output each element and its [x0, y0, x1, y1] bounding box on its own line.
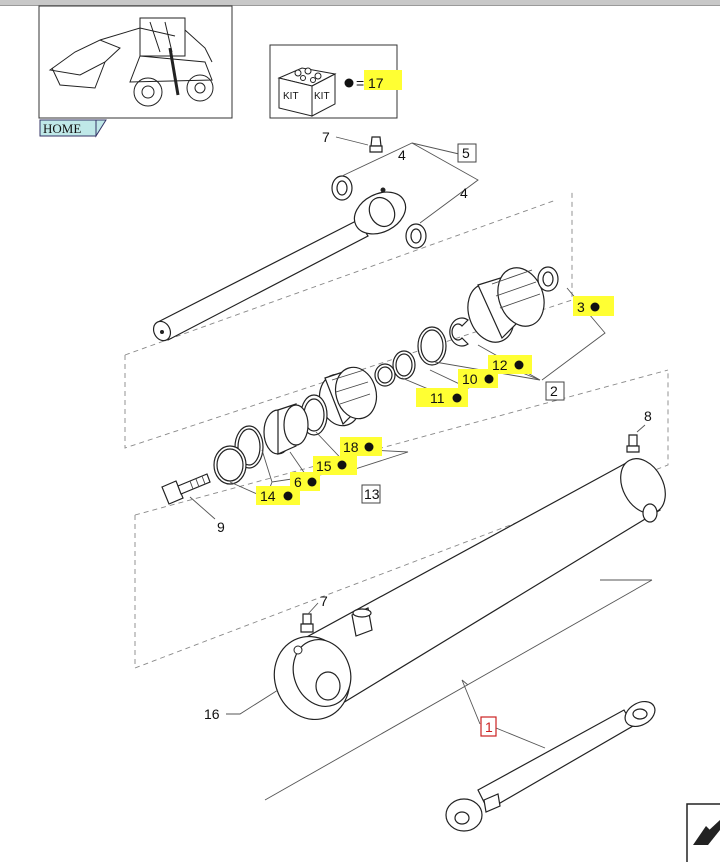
seal-ring-14b[interactable]	[213, 445, 247, 485]
bolt-9[interactable]	[161, 473, 211, 505]
kit-legend: KIT KIT = 17	[269, 44, 402, 119]
callout-labels: 7 4 5 4 3 12 10 2 11 8 18 15 6 13 14 9 7…	[204, 129, 652, 735]
bullet-icon	[307, 477, 317, 487]
callout-7-top[interactable]: 7	[322, 129, 330, 145]
callout-10[interactable]: 10	[462, 371, 478, 387]
callout-4-right[interactable]: 4	[460, 185, 468, 201]
callout-15[interactable]: 15	[316, 458, 332, 474]
cylinder-tube[interactable]	[263, 451, 674, 730]
home-label: HOME	[43, 121, 81, 136]
bullet-icon	[364, 442, 374, 452]
bullet-icon	[283, 491, 293, 501]
machine-thumbnail[interactable]	[38, 5, 233, 119]
callout-box-13[interactable]	[361, 484, 381, 504]
gland-18[interactable]	[314, 363, 382, 431]
bushing-6[interactable]	[263, 403, 309, 455]
window-top-bar	[0, 0, 720, 6]
leader-lines	[189, 136, 653, 801]
callout-16[interactable]: 16	[204, 706, 220, 722]
o-ring-10[interactable]	[417, 326, 447, 366]
complete-cylinder[interactable]	[445, 696, 659, 832]
callout-8[interactable]: 8	[644, 408, 652, 424]
boundary-cylinder	[134, 370, 669, 669]
o-ring-11b[interactable]	[374, 363, 396, 387]
callout-7-bottom[interactable]: 7	[320, 593, 328, 609]
kit-label-right: KIT	[314, 91, 330, 102]
callout-box-2[interactable]	[545, 381, 565, 401]
grease-nipple-8[interactable]	[626, 434, 640, 453]
callout-14[interactable]: 14	[260, 488, 276, 504]
callout-2[interactable]: 2	[550, 383, 558, 399]
seal-ring-3[interactable]	[537, 266, 559, 292]
next-page-arrow-icon[interactable]	[686, 803, 720, 862]
kit-part-number: 17	[368, 75, 384, 91]
callout-5[interactable]: 5	[462, 145, 470, 161]
callout-1[interactable]: 1	[485, 719, 493, 735]
callout-13[interactable]: 13	[364, 486, 380, 502]
grease-nipple-7-lower[interactable]	[300, 613, 314, 633]
home-button[interactable]: HOME	[39, 119, 107, 138]
callout-4-left[interactable]: 4	[398, 147, 406, 163]
c-seal-12[interactable]	[449, 317, 469, 347]
grease-nipple-top[interactable]	[369, 136, 383, 153]
piston-rod[interactable]	[150, 184, 412, 344]
callout-12[interactable]: 12	[492, 357, 508, 373]
callout-6[interactable]: 6	[294, 474, 302, 490]
bullet-icon	[484, 374, 494, 384]
bullet-icon	[337, 460, 347, 470]
bullet-icon	[514, 360, 524, 370]
kit-equals: =	[356, 75, 364, 91]
bullet-icon	[344, 78, 354, 88]
callout-11[interactable]: 11	[430, 390, 445, 406]
callout-18[interactable]: 18	[343, 439, 359, 455]
bushing-left[interactable]	[331, 175, 353, 201]
callout-9[interactable]: 9	[217, 519, 225, 535]
bullet-icon	[452, 393, 462, 403]
callout-3[interactable]: 3	[577, 299, 585, 315]
callout-box-1[interactable]	[480, 716, 497, 737]
piston-head[interactable]	[460, 261, 552, 348]
kit-bullets	[283, 302, 600, 501]
bullet-icon	[590, 302, 600, 312]
o-ring-11a[interactable]	[392, 350, 416, 380]
callout-box-5[interactable]	[457, 143, 477, 163]
kit-label-left: KIT	[283, 91, 299, 102]
bushing-right[interactable]	[405, 223, 427, 249]
